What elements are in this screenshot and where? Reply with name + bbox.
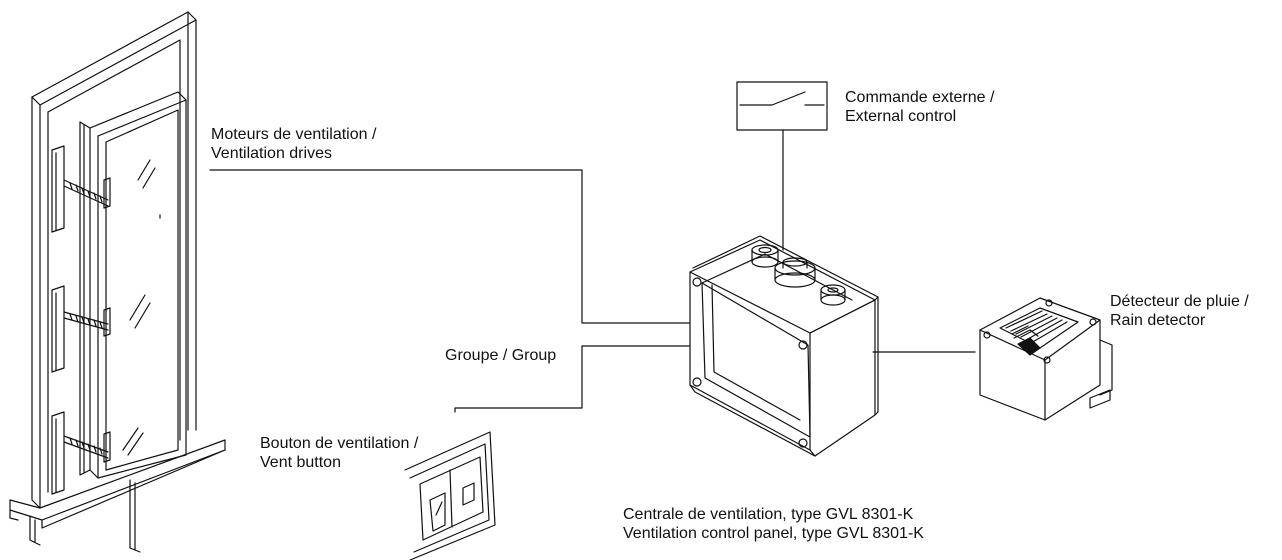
rain-detector-label-en: Rain detector (1110, 312, 1206, 329)
vent-button-label-fr: Bouton de ventilation / (260, 435, 419, 452)
control-panel-box (690, 236, 878, 456)
rain-detector-device (980, 298, 1112, 420)
vent-button-device (405, 432, 495, 560)
window-illustration (10, 12, 225, 552)
group-label: Groupe / Group (445, 347, 557, 364)
vent-button-label-en: Vent button (260, 454, 341, 471)
rain-detector-label-fr: Détecteur de pluie / (1110, 293, 1249, 310)
external-control-label-en: External control (845, 108, 957, 125)
control-panel-label-fr: Centrale de ventilation, type GVL 8301-K (623, 506, 914, 523)
external-control-label-fr: Commande externe / (845, 89, 995, 106)
drives-label-en: Ventilation drives (211, 145, 332, 162)
wiring-lines (210, 130, 975, 412)
control-panel-label-en: Ventilation control panel, type GVL 8301… (623, 525, 924, 542)
external-control-switch (737, 82, 827, 130)
drives-label-fr: Moteurs de ventilation / (211, 126, 377, 143)
